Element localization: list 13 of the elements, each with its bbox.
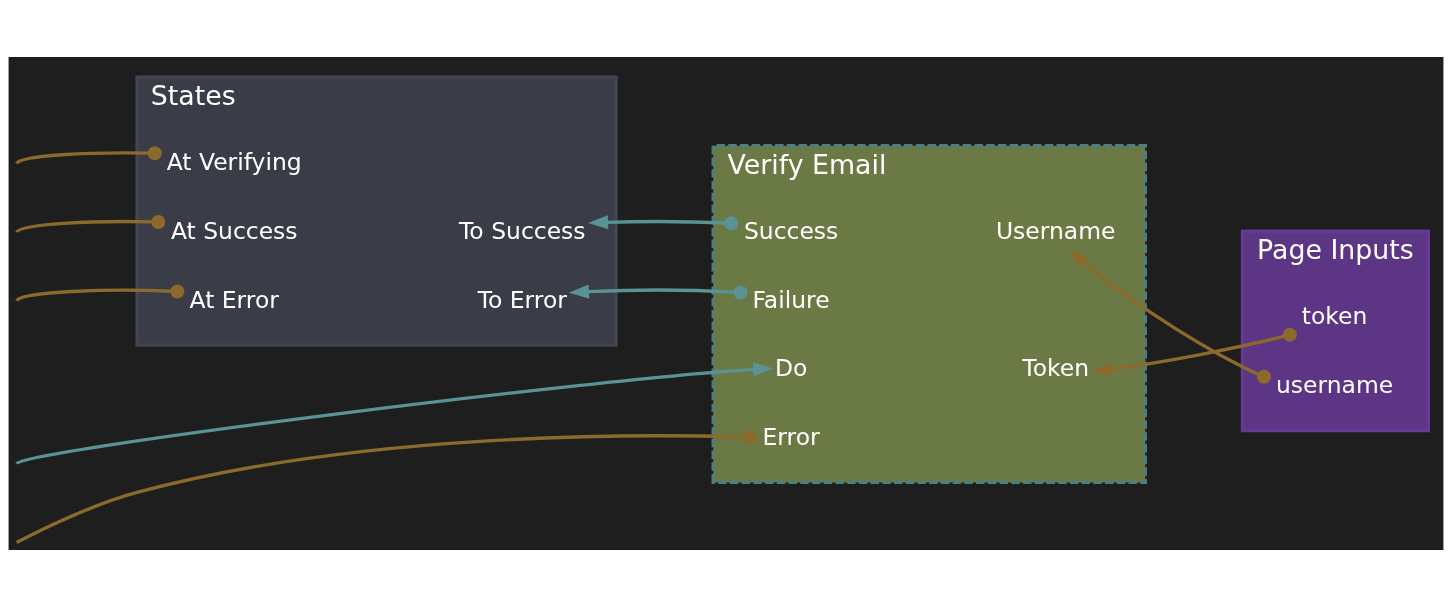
- node-text: token: [1301, 301, 1368, 330]
- node-text: At Error: [189, 285, 279, 314]
- node-text: Error: [762, 422, 820, 451]
- node-text: username: [1275, 370, 1394, 399]
- node-text: Failure: [752, 285, 830, 314]
- node-text: Token: [1022, 353, 1090, 382]
- node-text: At Verifying: [166, 147, 302, 176]
- node-text: To Error: [477, 285, 567, 314]
- node-text: Do: [774, 353, 808, 382]
- node-text: At Success: [170, 216, 298, 245]
- node-text: Username: [995, 216, 1116, 245]
- node-text: To Success: [459, 216, 586, 245]
- node-text: Success: [743, 216, 839, 245]
